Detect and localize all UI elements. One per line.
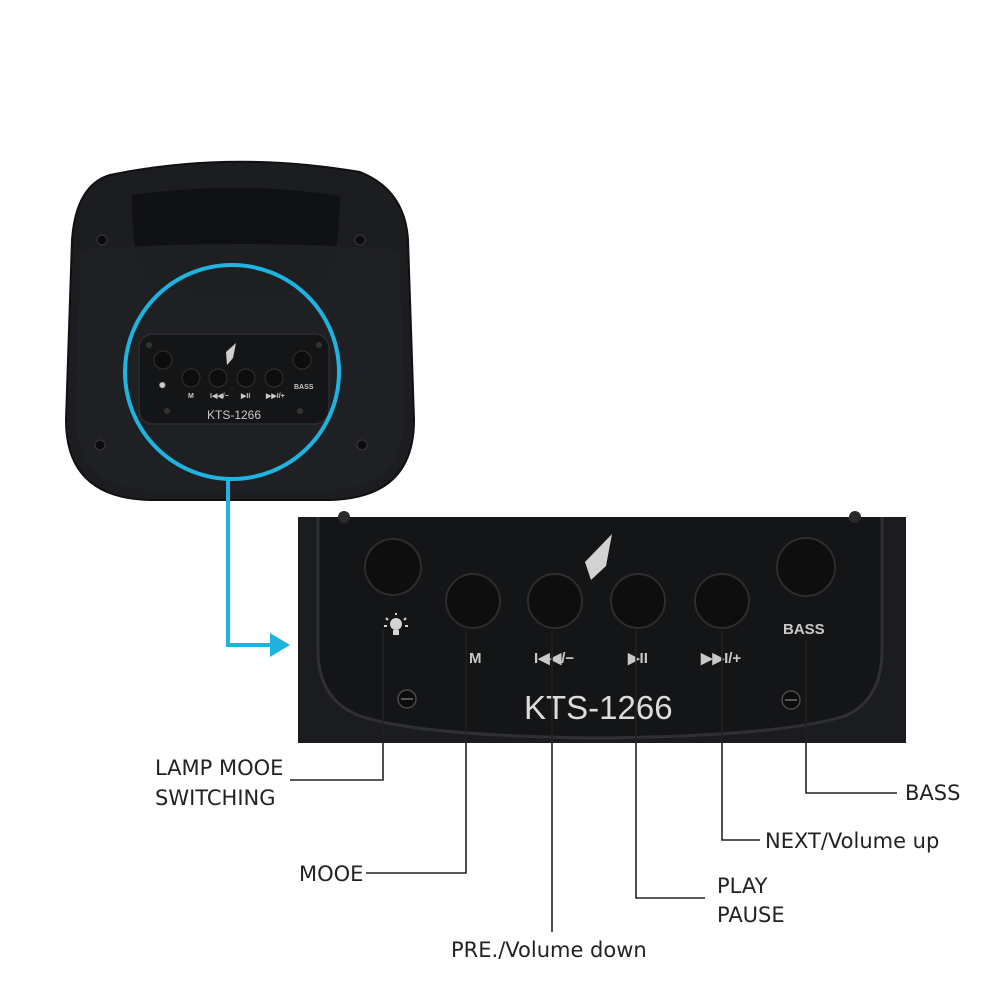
zoom-indicator — [123, 263, 341, 657]
next-label: ▶▶I/+ — [700, 650, 741, 667]
zoom-arrow-head — [270, 633, 290, 657]
bass-callout-line — [805, 640, 897, 794]
bass-button[interactable] — [776, 537, 836, 597]
play-pause-label: ▶II — [627, 650, 648, 667]
bass-label: BASS — [783, 621, 825, 638]
small-mode-label: M — [188, 393, 194, 400]
play-callout-line1: PLAY — [717, 874, 768, 898]
callout-lines — [290, 630, 897, 932]
play-callout-line2: PAUSE — [717, 903, 785, 927]
bass-callout: BASS — [905, 781, 960, 805]
next-callout: NEXT/Volume up — [765, 829, 939, 853]
prev-button[interactable] — [527, 573, 583, 629]
brand-logo-small — [226, 343, 236, 365]
zoom-arrow-line — [226, 478, 272, 647]
speaker-body — [64, 160, 416, 501]
zoomed-control-panel: M I◀◀/− ▶II ▶▶I/+ BASS KTS-1266 — [298, 511, 906, 743]
small-model-label: KTS-1266 — [207, 408, 261, 422]
small-control-panel: ✺ M I◀◀/− ▶II ▶▶I/+ BASS KTS-1266 — [138, 333, 330, 425]
small-bass-label: BASS — [294, 384, 314, 391]
small-prev-label: I◀◀/− — [210, 393, 229, 400]
small-next-label: ▶▶I/+ — [265, 393, 285, 400]
play-callout-line — [635, 630, 705, 899]
screw-left — [397, 689, 417, 709]
prev-callout: PRE./Volume down — [451, 938, 647, 962]
screw-right — [781, 690, 801, 710]
lamp-callout-line1: LAMP MOOE — [155, 756, 283, 780]
mode-callout: MOOE — [299, 862, 363, 886]
lamp-icon — [384, 613, 408, 635]
next-callout-line — [721, 630, 760, 841]
mode-callout-line — [366, 630, 467, 874]
next-button[interactable] — [694, 573, 750, 629]
lamp-callout-line — [290, 630, 384, 781]
model-label: KTS-1266 — [524, 689, 673, 726]
play-pause-button[interactable] — [610, 573, 666, 629]
brand-logo — [585, 534, 612, 580]
prev-label: I◀◀/− — [534, 650, 574, 667]
mode-button[interactable] — [445, 573, 501, 629]
mode-label: M — [469, 650, 482, 667]
small-play-label: ▶II — [240, 393, 250, 400]
small-lamp-icon: ✺ — [159, 381, 166, 390]
lamp-button[interactable] — [364, 538, 422, 596]
lamp-callout-line2: SWITCHING — [155, 786, 276, 810]
